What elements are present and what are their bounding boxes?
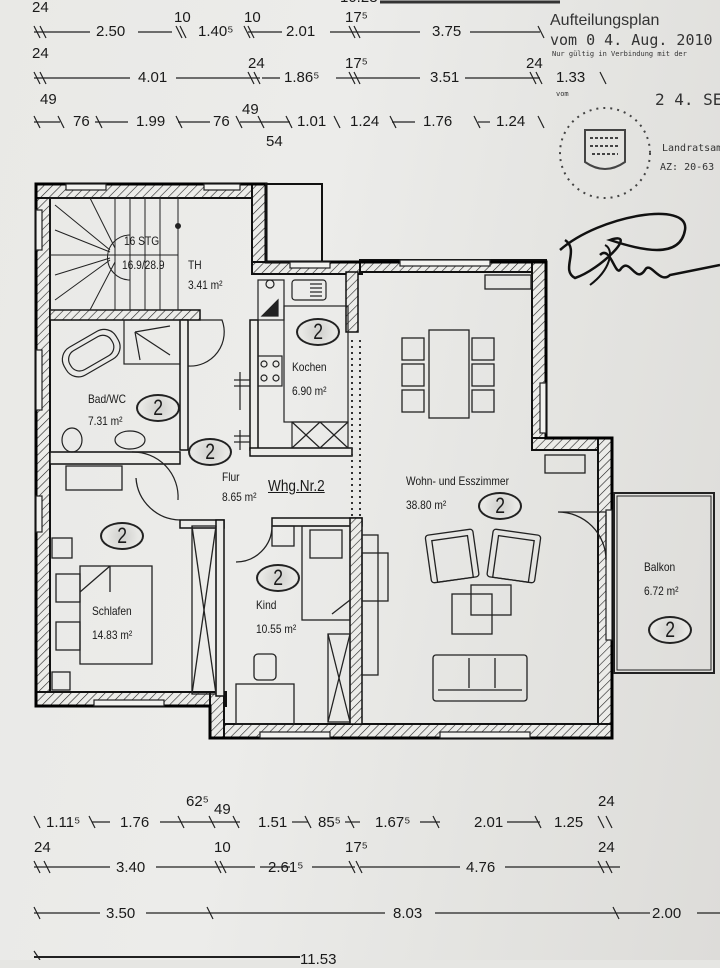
dim-label: 1.33 [556, 69, 586, 86]
top-dimension-ticks [33, 25, 607, 129]
dim-label: 1.76 [120, 814, 150, 831]
dim-label: 1.76 [423, 113, 453, 130]
dim-label: 1.86⁵ [284, 69, 320, 86]
room-area: 3.41 m² [188, 278, 223, 292]
dim-label: 8.03 [393, 905, 423, 922]
unit-badge: 2 [478, 492, 522, 520]
dim-label: 62⁵ [186, 793, 209, 810]
dim-label: 2.61⁵ [268, 859, 304, 876]
dim-label: 24 [598, 793, 615, 810]
dim-label: 17⁵ [345, 839, 368, 856]
dim-label: 3.51 [430, 69, 460, 86]
room-area: 38.80 m² [406, 498, 447, 512]
kid-room-furniture [235, 525, 351, 725]
room-name: Bad/WC [88, 392, 126, 406]
kitchen-fixtures [234, 279, 349, 450]
room-name: Kind [256, 598, 277, 612]
dim-label: 2.00 [652, 905, 682, 922]
unit-label: Whg.Nr.2 [268, 478, 325, 495]
dim-label: 2.01 [286, 23, 316, 40]
balcony-outline [613, 492, 715, 674]
open-boundary [351, 340, 361, 518]
dim-label: 24 [32, 0, 49, 16]
dim-label: 1.11⁵ [46, 814, 81, 831]
official-seal [559, 107, 651, 199]
staircase [49, 197, 181, 311]
dim-label: 24 [32, 45, 49, 62]
room-area: 10.55 m² [256, 622, 297, 636]
stamp-note: Nur gültig in Verbindung mit der [552, 50, 687, 58]
dim-label: 49 [242, 101, 259, 118]
dim-label: 1.99 [136, 113, 166, 130]
dim-label: 1.24 [350, 113, 380, 130]
bathroom-fixtures [50, 319, 181, 501]
dim-label: 24 [248, 55, 265, 72]
dim-label: 17⁵ [345, 55, 368, 72]
bottom-dimension-ticks [33, 815, 620, 960]
dim-label: 24 [34, 839, 51, 856]
unit-badge: 2 [256, 564, 300, 592]
room-name: Schlafen [92, 604, 132, 618]
unit-badge: 2 [188, 438, 232, 466]
dim-label: 4.76 [466, 859, 496, 876]
bedroom-furniture [51, 465, 217, 695]
unit-badge: 2 [648, 616, 692, 644]
dim-label: 3.75 [432, 23, 462, 40]
dim-label: 24 [598, 839, 615, 856]
dim-label: 1.40⁵ [198, 23, 234, 40]
bottom-dimension-lines [34, 821, 720, 958]
top-cut-value: 10.28 [340, 0, 378, 5]
dim-label: 17⁵ [345, 9, 368, 26]
dim-label: 3.50 [106, 905, 136, 922]
dim-label: 3.40 [116, 859, 146, 876]
dim-label: 49 [214, 801, 231, 818]
authority-name: Landratsamt [662, 143, 720, 154]
dim-label: 10 [244, 9, 261, 26]
dim-label: 24 [526, 55, 543, 72]
dim-label: 1.25 [554, 814, 584, 831]
room-area: 6.90 m² [292, 384, 327, 398]
dim-label: 4.01 [138, 69, 168, 86]
room-area: 14.83 m² [92, 628, 133, 642]
unit-badge: 2 [100, 522, 144, 550]
dim-label: 54 [266, 133, 283, 150]
dim-label: 10 [174, 9, 191, 26]
dim-label: 85⁵ [318, 814, 341, 831]
signature [559, 212, 720, 280]
room-area: 8.65 m² [222, 490, 257, 504]
stamp-vom: vom [556, 90, 569, 98]
authority-reference: AZ: 20-63 [660, 162, 715, 173]
stairs-steps: 16 STG [124, 234, 160, 248]
room-name: Flur [222, 470, 240, 484]
dim-label: 2.01 [474, 814, 504, 831]
room-name: Balkon [644, 560, 676, 574]
windows [35, 183, 613, 739]
top-dimension-lines [34, 31, 540, 123]
room-name: Kochen [292, 360, 327, 374]
dim-label: 1.01 [297, 113, 327, 130]
unit-badge: 2 [296, 318, 340, 346]
dim-label: 2.50 [96, 23, 126, 40]
room-name: Wohn- und Esszimmer [406, 474, 509, 488]
room-area: 7.31 m² [88, 414, 123, 428]
stamp-date-2: 2 4. SE [655, 90, 720, 109]
dim-label: 49 [40, 91, 57, 108]
dim-label: 1.51 [258, 814, 288, 831]
unit-badge: 2 [136, 394, 180, 422]
dim-label: 1.24 [496, 113, 526, 130]
dim-label: 1.67⁵ [375, 814, 411, 831]
dim-label: 76 [213, 113, 230, 130]
interior-walls [49, 271, 363, 725]
stamp-date-1: vom 0 4. Aug. 2010 [550, 31, 713, 49]
room-area: 6.72 m² [644, 584, 679, 598]
living-furniture [361, 511, 607, 702]
document-title: Aufteilungsplan [550, 12, 660, 29]
dim-label: 10 [214, 839, 231, 856]
stairs-ratio: 16.9/28.9 [122, 258, 165, 272]
dim-label: 76 [73, 113, 90, 130]
room-name: TH [188, 258, 202, 272]
dining-set [401, 274, 586, 474]
